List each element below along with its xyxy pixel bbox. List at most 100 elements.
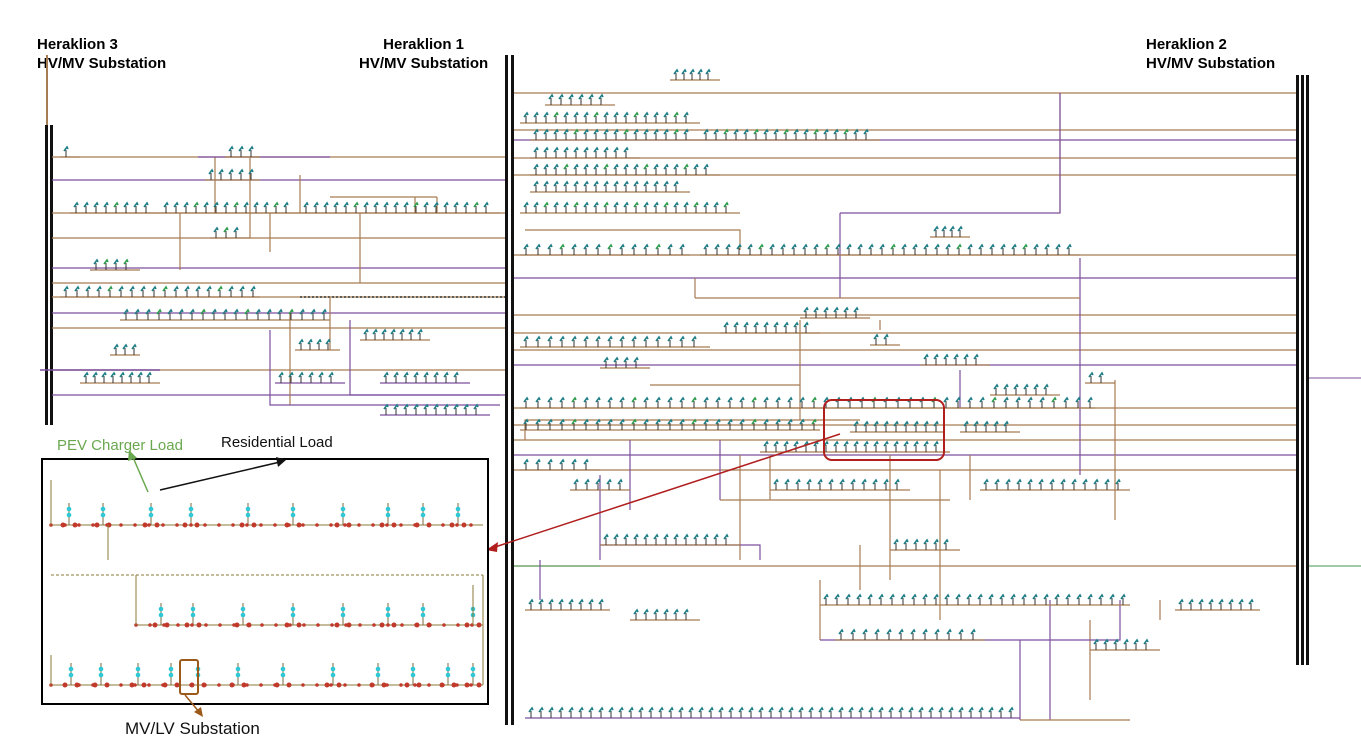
customer-node [235,672,241,678]
load-symbol [83,201,89,213]
load-symbol [715,418,721,430]
right-feeders [514,92,1361,721]
load-symbol [795,478,801,490]
line-node [161,523,165,527]
load-symbol [553,201,559,213]
load-symbol [1188,598,1194,610]
load-symbol [568,93,574,105]
load-symbol [1123,638,1129,650]
load-symbol [74,285,80,297]
load-symbol [1098,371,1104,383]
load-symbol [607,335,613,347]
pev-load-symbol [890,243,896,255]
pev-load-symbol [563,163,569,175]
load-symbol [799,418,805,430]
load-symbol [538,706,544,718]
inset-diagram [49,480,484,695]
pev-load-symbol [723,128,729,140]
load-symbol [863,420,869,432]
load-symbol [598,598,604,610]
feeder-path [269,330,500,406]
line-node [442,623,446,627]
load-symbol [663,163,669,175]
pev-load-symbol [573,201,579,213]
load-symbol [131,343,137,355]
load-symbol [1248,598,1254,610]
line-node [133,523,137,527]
load-symbol [703,163,709,175]
load-symbol [92,371,98,383]
bus-node [464,622,470,628]
load-symbol [483,201,489,213]
load-symbol [705,68,711,80]
load-symbol [613,201,619,213]
load-symbol [533,146,539,158]
load-symbol [189,308,195,320]
load-symbol [988,593,994,605]
customer-node [135,672,141,678]
customer-node [340,606,346,612]
load-symbol [381,328,387,340]
load-symbol [453,371,459,383]
load-symbol [838,706,844,718]
pev-load-symbol [683,163,689,175]
load-symbol [1208,598,1214,610]
load-symbol [1021,593,1027,605]
load-symbol [298,371,304,383]
load-symbol [372,328,378,340]
pev-load-symbol [631,418,637,430]
load-symbol [933,593,939,605]
pev-load-symbol [813,128,819,140]
load-symbol [728,706,734,718]
load-symbol [631,243,637,255]
load-symbol [773,128,779,140]
load-symbol [723,533,729,545]
load-symbol [595,243,601,255]
customer-node [100,506,106,512]
load-symbol [607,418,613,430]
load-symbol [923,538,929,550]
customer-node [66,512,72,518]
load-symbol [1043,383,1049,395]
load-symbol [613,111,619,123]
line-node [176,623,180,627]
pev-load-symbol [353,201,359,213]
load-symbol [559,458,565,470]
customer-node [98,672,104,678]
load-symbol [1113,638,1119,650]
line-node [217,523,221,527]
load-symbol [655,396,661,408]
load-symbol [736,243,742,255]
load-symbol [933,353,939,365]
customer-node [375,666,381,672]
line-node [428,623,432,627]
load-symbol [571,458,577,470]
load-symbol [673,608,679,620]
load-symbol [653,128,659,140]
load-symbol [713,128,719,140]
customer-node [340,612,346,618]
load-symbol [853,420,859,432]
load-symbol [443,403,449,415]
load-symbol [663,180,669,192]
load-symbol [703,128,709,140]
load-symbol [835,243,841,255]
load-symbol [563,128,569,140]
pev-charger-load-label: PEV Charger Load [57,437,183,454]
bus-node [416,682,422,688]
pev-load-symbol [223,226,229,238]
line-node [399,523,403,527]
pev-load-symbol [200,308,206,320]
load-symbol [288,371,294,383]
load-symbol [255,308,261,320]
load-symbol [743,128,749,140]
load-symbol [953,353,959,365]
customer-node [240,612,246,618]
load-symbol [679,418,685,430]
load-symbol [973,353,979,365]
load-symbol [862,628,868,640]
load-symbol [1103,638,1109,650]
substation-type: HV/MV Substation [359,55,489,72]
inset-content [49,480,484,688]
load-symbol [1087,396,1093,408]
